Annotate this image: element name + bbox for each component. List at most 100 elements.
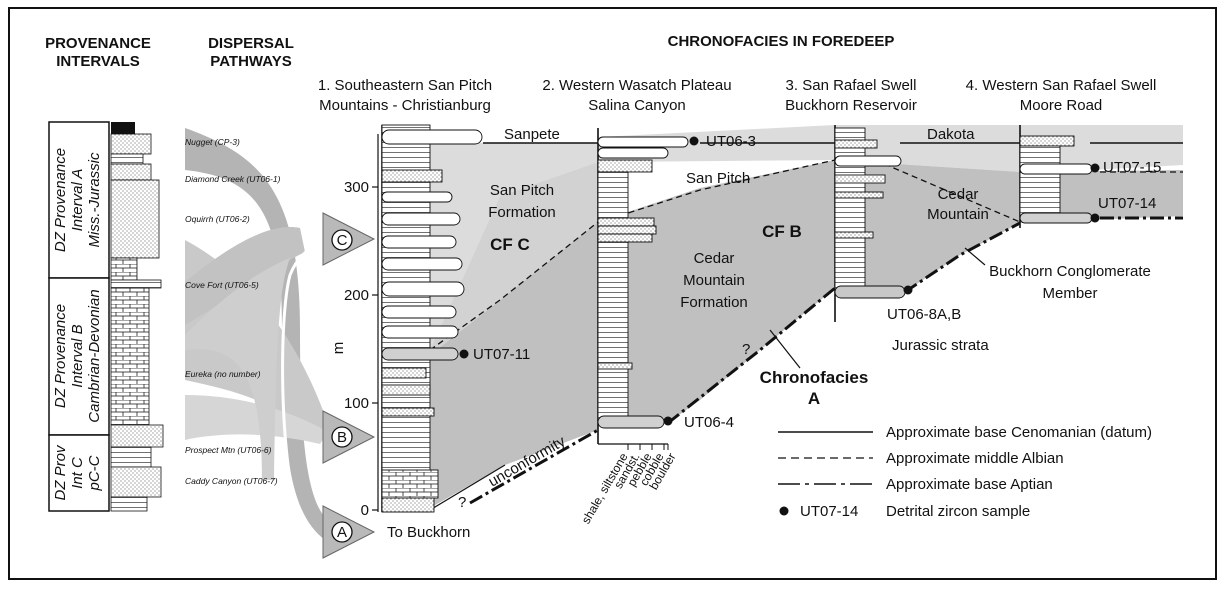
cedar-mountain-formation-line3: Formation [680, 294, 748, 311]
query-mark: ? [742, 341, 750, 358]
sample-dot [459, 349, 469, 359]
middle-albian-line [429, 159, 1183, 351]
y-axis: 0 100 200 300 m [330, 134, 379, 519]
san-pitch-fill [430, 125, 1183, 350]
source-sample-label: Diamond Creek (UT06-1) [185, 174, 281, 184]
provenance-a-line1: DZ Provenance [52, 148, 69, 252]
buckhorn-line2: Member [1042, 285, 1097, 302]
location-1-line1: 1. Southeastern San Pitch [318, 77, 492, 94]
unconformity-line [429, 464, 506, 511]
source-sample-label: Cove Fort (UT06-5) [185, 280, 259, 290]
correlation-lines [429, 142, 1183, 511]
y-axis-unit: m [330, 342, 347, 355]
legend-label-aptian: Approximate base Aptian [886, 476, 1053, 493]
sample-label: UT07-11 [473, 346, 530, 363]
to-buckhorn-label: To Buckhorn [387, 524, 470, 541]
dispersal-pathways [185, 128, 337, 540]
source-sample-label: Caddy Canyon (UT06-7) [185, 476, 278, 486]
column-2-salina-canyon [597, 128, 689, 450]
sample-label: UT07-14 [1098, 195, 1156, 212]
provenance-intervals: DZ Provenance Interval A Miss.-Jurassic … [48, 121, 110, 512]
location-titles: 1. Southeastern San Pitch Mountains - Ch… [318, 77, 1156, 114]
column-4-moore-road [1019, 125, 1093, 228]
dispersal-header-line1: DISPERSAL [208, 35, 294, 52]
location-4-line2: Moore Road [1020, 97, 1103, 114]
legend-dot-sample: UT07-14 [800, 503, 858, 520]
cedar-mountain-formation-line1: Cedar [694, 250, 735, 267]
legend-label-cenomanian: Approximate base Cenomanian (datum) [886, 424, 1152, 441]
y-tick-200: 200 [344, 287, 369, 304]
cf-b-label: CF B [762, 222, 802, 241]
source-sample-label: Prospect Mtn (UT06-6) [185, 445, 272, 455]
cedar-mountain-formation-line2: Mountain [683, 272, 745, 289]
legend-label-zircon: Detrital zircon sample [886, 503, 1030, 520]
chronofacies-labels: CF C CF B Chronofacies A [490, 222, 868, 408]
sample-dot [689, 136, 699, 146]
source-sample-label: Nugget (CP-3) [185, 137, 240, 147]
pathway-label-a: A [337, 524, 347, 541]
chronofacies-c-fill [430, 162, 598, 355]
provenance-box-b [48, 277, 110, 436]
cedar-mountain-line1: Cedar [938, 186, 979, 203]
sample-dot [903, 285, 913, 295]
dispersal-header-line2: PATHWAYS [210, 53, 291, 70]
buckhorn-pointer [964, 247, 986, 266]
provenance-c-line1: DZ Prov [52, 444, 69, 501]
cedar-mountain-line2: Mountain [927, 206, 989, 223]
chronofacies-header: CHRONOFACIES IN FOREDEEP [668, 33, 895, 50]
legend-label-albian: Approximate middle Albian [886, 450, 1064, 467]
column-3-buckhorn-reservoir [834, 125, 906, 322]
location-2-line1: 2. Western Wasatch Plateau [542, 77, 731, 94]
provenance-header-line2: INTERVALS [56, 53, 140, 70]
provenance-b-line2: Interval B [69, 324, 86, 387]
pathway-band-c-lower [185, 258, 290, 480]
source-sample-labels: Nugget (CP-3) Diamond Creek (UT06-1) Oqu… [185, 137, 281, 486]
sample-label: UT06-4 [684, 414, 734, 431]
san-pitch-label: San Pitch [686, 170, 750, 187]
provenance-c-line3: pC-C [86, 455, 103, 491]
location-1-line2: Mountains - Christianburg [319, 97, 491, 114]
legend-swatch-dot [779, 506, 789, 516]
source-strat-column [110, 122, 164, 512]
pathway-arrows: C B A To Buckhorn [322, 212, 470, 559]
sample-label: UT06-8A,B [887, 306, 961, 323]
pathway-band-c [185, 227, 305, 325]
cf-a-line2: A [808, 389, 820, 408]
pathway-label-b: B [337, 429, 347, 446]
y-tick-100: 100 [344, 395, 369, 412]
pathway-band-b-lower [185, 395, 328, 444]
column-headers: PROVENANCE INTERVALS DISPERSAL PATHWAYS … [45, 33, 894, 70]
y-tick-0: 0 [361, 502, 369, 519]
location-3-line2: Buckhorn Reservoir [785, 97, 917, 114]
sample-labels: UT06-3 UT07-15 UT07-14 UT06-8A,B UT07-11… [473, 133, 1161, 431]
pathway-a-to-c-curve [281, 238, 337, 521]
source-sample-label: Oquirrh (UT06-2) [185, 214, 250, 224]
sample-dot [1090, 163, 1100, 173]
provenance-b-line3: Cambrian-Devonian [86, 289, 103, 422]
san-pitch-formation-line1: San Pitch [490, 182, 554, 199]
source-sample-label: Eureka (no number) [185, 369, 261, 379]
dakota-label: Dakota [927, 126, 975, 143]
query-mark: ? [458, 494, 466, 511]
location-3-line1: 3. San Rafael Swell [786, 77, 917, 94]
legend: UT07-14 Approximate base Cenomanian (dat… [778, 424, 1152, 520]
buckhorn-line1: Buckhorn Conglomerate [989, 263, 1151, 280]
pathway-label-c: C [337, 232, 348, 249]
provenance-header-line1: PROVENANCE [45, 35, 151, 52]
sample-label: UT07-15 [1103, 159, 1161, 176]
jurassic-label: Jurassic strata [892, 337, 989, 354]
y-tick-300: 300 [344, 179, 369, 196]
provenance-b-line1: DZ Provenance [52, 304, 69, 408]
sanpete-label: Sanpete [504, 126, 560, 143]
column-1-christianburg [381, 124, 483, 513]
cf-a-pointer [769, 329, 801, 369]
sample-dot [663, 416, 673, 426]
sample-label: UT06-3 [706, 133, 756, 150]
san-pitch-formation-line2: Formation [488, 204, 556, 221]
provenance-a-line2: Interval A [69, 169, 86, 232]
location-2-line2: Salina Canyon [588, 97, 686, 114]
provenance-c-line2: Int C [69, 457, 86, 489]
provenance-box-c [48, 434, 110, 512]
sample-dots [459, 136, 1100, 426]
